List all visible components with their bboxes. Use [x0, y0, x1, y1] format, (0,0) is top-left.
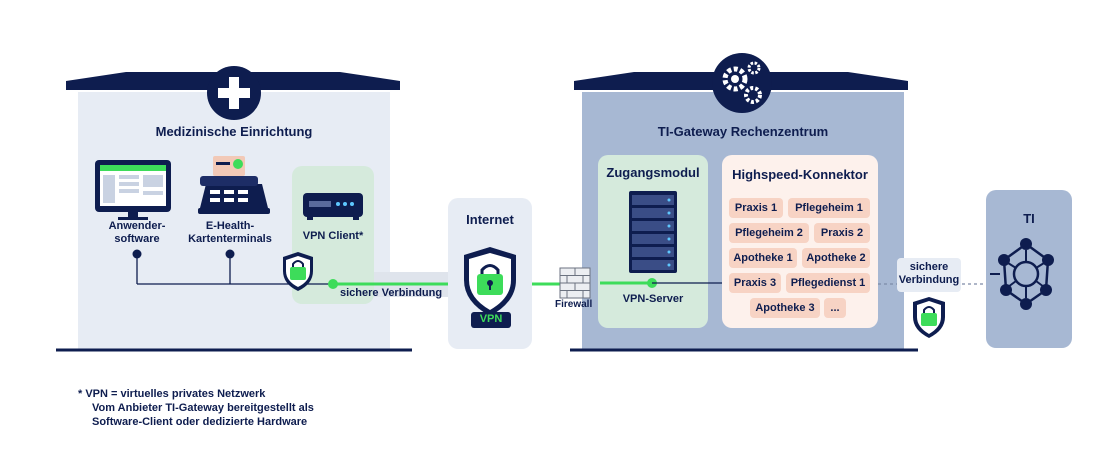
gears-icon	[712, 53, 772, 113]
secure-connection-label: sichere Verbindung	[898, 261, 960, 286]
secure-connection-box	[897, 258, 961, 292]
chip-apotheke-1: Apotheke 1	[729, 248, 797, 268]
ti-box	[986, 190, 1072, 348]
shield-icon-internet	[464, 247, 516, 316]
connection-label: sichere Verbindung	[340, 287, 443, 299]
footnote-line-3: Software-Client oder dedizierte Hardware	[92, 416, 308, 428]
vpn-client-box-icon	[303, 193, 363, 220]
chip-praxis-2: Praxis 2	[814, 223, 870, 243]
chip-pflegedienst-1: Pflegedienst 1	[786, 273, 870, 293]
vpn-client-label: VPN Client*	[302, 230, 364, 242]
server-rack-icon	[629, 191, 677, 273]
chip-praxis-3: Praxis 3	[729, 273, 781, 293]
terminal-label: E-Health- Kartenterminals	[188, 220, 272, 245]
vpn-badge-bg	[471, 312, 511, 328]
chip-pflegeheim-1: Pflegeheim 1	[788, 198, 870, 218]
vpn-server-label: VPN-Server	[622, 293, 684, 305]
chip-praxis-1: Praxis 1	[729, 198, 783, 218]
right-building-title: TI-Gateway Rechenzentrum	[657, 124, 829, 139]
konnektor-title: Highspeed-Konnektor	[732, 167, 868, 182]
chip-more: ...	[824, 298, 846, 318]
vpn-badge: VPN	[479, 313, 503, 325]
firewall-icon	[559, 267, 591, 299]
shield-icon-right	[913, 297, 945, 338]
chip-pflegeheim-2: Pflegeheim 2	[729, 223, 809, 243]
left-building-title: Medizinische Einrichtung	[155, 124, 313, 139]
internet-title: Internet	[466, 212, 514, 227]
zugangsmodul-title: Zugangsmodul	[606, 165, 700, 180]
ti-network-icon	[990, 238, 1054, 310]
card-terminal-icon	[198, 156, 270, 214]
ti-label: TI	[1023, 211, 1035, 226]
chip-apotheke-3: Apotheke 3	[750, 298, 820, 318]
firewall-label: Firewall	[555, 299, 593, 310]
footnote-line-2: Vom Anbieter TI-Gateway bereitgestellt a…	[92, 402, 314, 414]
chip-apotheke-2: Apotheke 2	[802, 248, 870, 268]
monitor-icon	[95, 160, 171, 220]
shield-icon-left	[283, 252, 313, 291]
footnote-line-1: * VPN = virtuelles privates Netzwerk	[78, 388, 266, 400]
software-label: Anwender- software	[108, 220, 166, 245]
